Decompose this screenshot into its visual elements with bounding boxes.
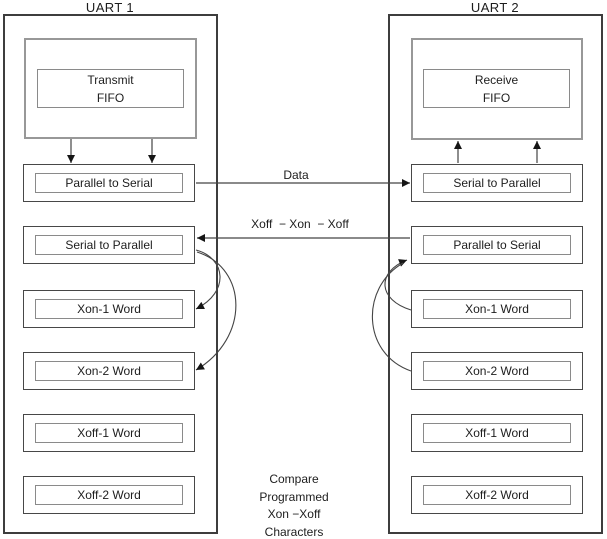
uart2-fifo-label-line1: Receive — [474, 73, 519, 87]
block-label: Xon-1 Word — [35, 299, 183, 319]
block-label: Serial to Parallel — [423, 173, 571, 193]
block-label: Xoff-2 Word — [35, 485, 183, 505]
uart1-block-xon1-word: Xon-1 Word — [23, 290, 195, 328]
compare-note-line1: Compare — [269, 472, 319, 486]
uart1-block-xoff1-word: Xoff-1 Word — [23, 414, 195, 452]
block-label: Xon-2 Word — [423, 361, 571, 381]
uart2-fifo-label-line2: FIFO — [482, 91, 511, 105]
uart1-fifo-label-line1: Transmit — [87, 73, 134, 87]
block-label: Xon-2 Word — [35, 361, 183, 381]
uart1-block-parallel-to-serial: Parallel to Serial — [23, 164, 195, 202]
compare-note-line4: Characters — [264, 524, 324, 539]
uart2-block-xoff2-word: Xoff-2 Word — [411, 476, 583, 514]
uart2-block-serial-to-parallel: Serial to Parallel — [411, 164, 583, 202]
uart1-block-serial-to-parallel: Serial to Parallel — [23, 226, 195, 264]
compare-note: Compare Programmed Xon −Xoff Characters — [234, 471, 354, 539]
uart1-block-xoff2-word: Xoff-2 Word — [23, 476, 195, 514]
compare-note-line3: Xon −Xoff — [267, 507, 321, 521]
uart2-block-parallel-to-serial: Parallel to Serial — [411, 226, 583, 264]
block-label: Xoff-1 Word — [35, 423, 183, 443]
uart2-title: UART 2 — [470, 0, 520, 15]
uart2-block-xoff1-word: Xoff-1 Word — [411, 414, 583, 452]
block-label: Serial to Parallel — [35, 235, 183, 255]
uart1-title: UART 1 — [85, 0, 135, 15]
block-label: Xon-1 Word — [423, 299, 571, 319]
uart2-receive-fifo-box: Receive FIFO — [423, 69, 570, 108]
uart2-block-xon1-word: Xon-1 Word — [411, 290, 583, 328]
uart1-fifo-label-line2: FIFO — [96, 91, 125, 105]
flow-control-wire-label: Xoff − Xon − Xoff — [251, 217, 349, 231]
data-wire-label: Data — [283, 168, 309, 182]
block-label: Parallel to Serial — [423, 235, 571, 255]
uart1-block-xon2-word: Xon-2 Word — [23, 352, 195, 390]
block-label: Parallel to Serial — [35, 173, 183, 193]
uart1-transmit-fifo-box: Transmit FIFO — [37, 69, 184, 108]
block-label: Xoff-1 Word — [423, 423, 571, 443]
uart2-block-xon2-word: Xon-2 Word — [411, 352, 583, 390]
compare-note-line2: Programmed — [259, 489, 329, 504]
block-label: Xoff-2 Word — [423, 485, 571, 505]
